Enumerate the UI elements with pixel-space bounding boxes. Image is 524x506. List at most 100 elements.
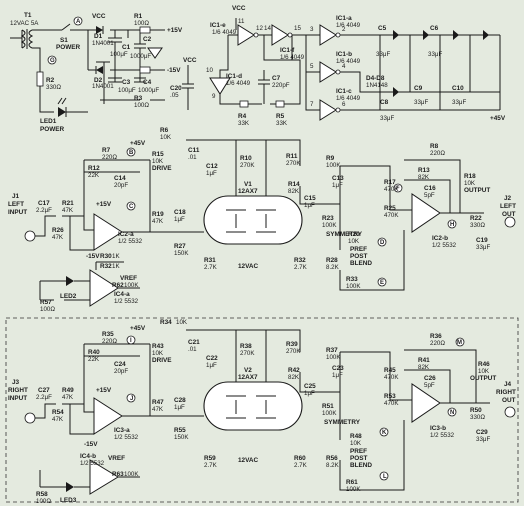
minus15-label: -15V	[167, 67, 181, 74]
c4-ref: C4	[143, 79, 152, 86]
right-symmetry-label: SYMMETRY	[324, 419, 361, 426]
d1-part: 1N4001	[92, 40, 114, 47]
vcc-label-3: VCC	[183, 57, 197, 64]
right-blend-3: BLEND	[350, 462, 372, 469]
r36-val: 220Ω	[430, 340, 445, 347]
right-ref-wiring	[39, 470, 140, 488]
d2-part: 1N4001	[92, 83, 114, 90]
testpoint-c	[126, 201, 136, 211]
j2-ref: J2	[504, 195, 512, 202]
c12-val: 1μF	[206, 170, 217, 177]
diode-d2	[96, 66, 103, 74]
j1-ref: J1	[12, 193, 20, 200]
led1-ref: LED1	[40, 118, 57, 125]
resistor-r2	[36, 71, 44, 87]
r13-val: 82K	[418, 174, 430, 181]
led1-leads	[57, 97, 88, 117]
v1-part: 12AX7	[238, 188, 258, 195]
testpoint-l	[379, 471, 389, 481]
cap-c2	[134, 30, 146, 62]
t1-ref: T1	[24, 12, 32, 19]
ic3b-part: 1/2 5532	[430, 432, 455, 439]
r5-val: 33K	[276, 120, 288, 127]
testpoint-c-label: C	[129, 204, 134, 210]
testpoint-e	[377, 277, 387, 287]
right-output-label-1: RIGHT	[496, 389, 516, 396]
r60-val: 2.7K	[294, 462, 308, 469]
r18-ref: R18	[464, 173, 476, 180]
r61-ref: R61	[346, 479, 358, 486]
testpoint-d	[377, 237, 387, 247]
c5-ref: C5	[378, 25, 387, 32]
c1-val: 100μF	[110, 51, 128, 58]
left-vref-label: VREF	[120, 275, 137, 282]
r55-ref: R55	[174, 427, 186, 434]
right-input-label-2: INPUT	[8, 395, 27, 402]
r3-val: 100Ω	[134, 102, 149, 109]
opamp-ic4a	[89, 269, 119, 307]
r33-val: 100K	[346, 283, 361, 290]
ic1c-part: 1/6 4049	[336, 95, 361, 102]
c13-val: 1μF	[332, 182, 343, 189]
right-output-label-2: OUT	[502, 397, 516, 404]
j4-ref: J4	[504, 381, 512, 388]
c17-val: 2.2μF	[36, 207, 52, 214]
c18-ref: C18	[174, 209, 186, 216]
gate-ic1f-bubble	[287, 32, 293, 38]
r42-ref: R42	[288, 367, 300, 374]
r6-val: 10K	[160, 134, 172, 141]
testpoint-m	[455, 337, 465, 347]
left-input-jack	[24, 230, 36, 242]
pin-9: 9	[212, 93, 216, 100]
r35-ref: R35	[102, 331, 114, 338]
testpoint-b	[126, 147, 136, 157]
r42-val: 82K	[288, 374, 300, 381]
plus45-label: +45V	[490, 115, 506, 122]
left-blend-2: POST	[350, 253, 367, 260]
r59-ref: R59	[204, 455, 216, 462]
vcc-label-1: VCC	[92, 13, 106, 20]
left-feedback-wiring	[83, 159, 151, 233]
c11-val: .01	[188, 154, 197, 161]
r12-ref: R12	[88, 165, 100, 172]
c13-ref: C13	[332, 175, 344, 182]
pin-12: 12	[256, 25, 263, 32]
cap-c1	[108, 30, 122, 62]
testpoint-g	[47, 55, 57, 65]
r1-val: 100Ω	[134, 20, 149, 27]
left-blend-wiring	[299, 165, 405, 291]
testpoint-a-label: A	[76, 19, 81, 25]
testpoint-i	[126, 335, 136, 345]
testpoint-a	[73, 16, 83, 26]
right-drive-label: DRIVE	[152, 357, 172, 364]
r27-ref: R27	[174, 243, 186, 250]
right-ic3a-minus15: -15V	[84, 441, 98, 448]
c22-ref: C22	[206, 355, 218, 362]
r47-ref: R47	[152, 399, 164, 406]
r48-ref: R48	[350, 433, 362, 440]
t1-rating: 12VAC 5A	[10, 20, 39, 27]
r56-val: 8.2K	[326, 462, 340, 469]
r9-ref: R9	[326, 155, 335, 162]
r40-val: 22K	[88, 356, 100, 363]
testpoint-m-label: M	[457, 340, 462, 346]
resistor-r1	[139, 26, 151, 34]
pin-3: 3	[310, 26, 314, 33]
c29-ref: C29	[476, 429, 488, 436]
testpoint-f-label: F	[396, 186, 400, 192]
r55-val: 150K	[174, 434, 189, 441]
left-output-jack	[504, 216, 516, 228]
r53-ref: R53	[384, 393, 396, 400]
plus15-label: +15V	[167, 27, 183, 34]
testpoint-d-label: D	[380, 240, 385, 246]
pin-7: 7	[310, 101, 314, 108]
c2-ref: C2	[143, 36, 152, 43]
r45-val: 470K	[384, 374, 399, 381]
ic4a-ref: IC4-a	[114, 291, 130, 298]
vcc-label-2: VCC	[232, 5, 246, 12]
testpoint-f	[393, 183, 403, 193]
left-output-label-2: OUT	[502, 211, 516, 218]
c25-ref: C25	[304, 383, 316, 390]
resistor-r3	[139, 66, 151, 74]
ic2b-part: 1/2 5532	[432, 242, 457, 249]
